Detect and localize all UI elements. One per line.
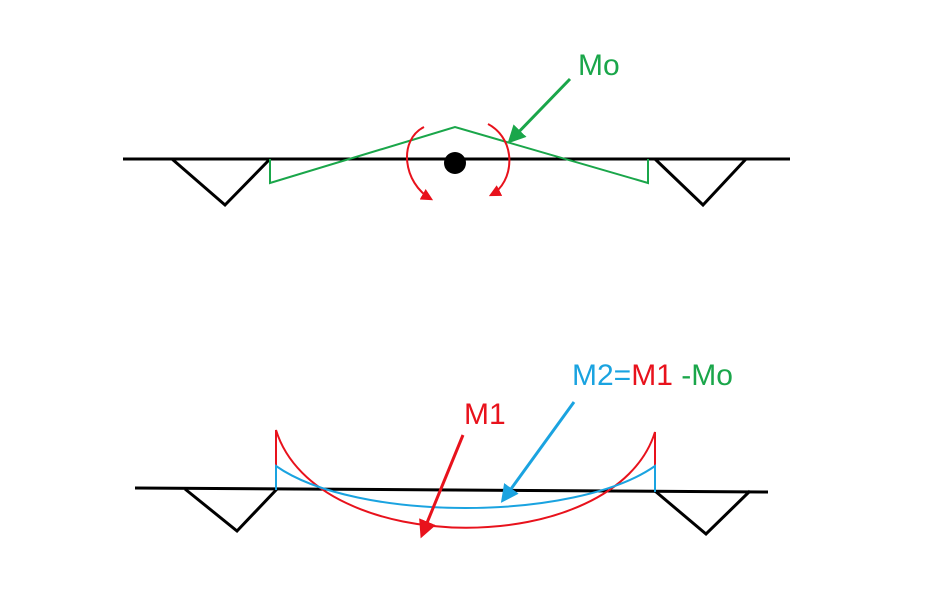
m1-pointer-arrow <box>419 434 465 539</box>
applied-moments <box>406 123 511 201</box>
top-structure <box>123 152 790 208</box>
m1-label: M1 <box>464 398 506 431</box>
m1-moment-diagram <box>275 429 656 529</box>
m2-moment-diagram <box>275 464 656 509</box>
top-right-support <box>653 157 748 208</box>
top-left-support <box>171 157 272 208</box>
m0-label: Mo <box>578 49 620 82</box>
bottom-structure <box>134 486 769 537</box>
m2-equation-m0: -Mo <box>673 359 733 392</box>
m0-pointer-arrow <box>507 77 572 144</box>
right-moment-arrow <box>487 123 511 197</box>
bottom-right-support <box>654 489 752 537</box>
left-moment-arrow <box>406 126 434 201</box>
m2-pointer-arrow <box>500 401 576 503</box>
m2-equation-lhs: M2= <box>572 359 631 392</box>
m0-moment-diagram <box>269 125 649 185</box>
hinge-node <box>444 152 466 174</box>
bottom-left-support <box>184 487 279 534</box>
m2-diagram-curve <box>275 464 656 509</box>
m2-equation-label: M2=M1 -Mo <box>572 359 733 392</box>
m0-diagram-line <box>269 125 649 185</box>
bottom-beam <box>134 486 769 494</box>
m1-diagram-curve <box>275 429 656 529</box>
m2-equation-m1: M1 <box>631 359 673 392</box>
